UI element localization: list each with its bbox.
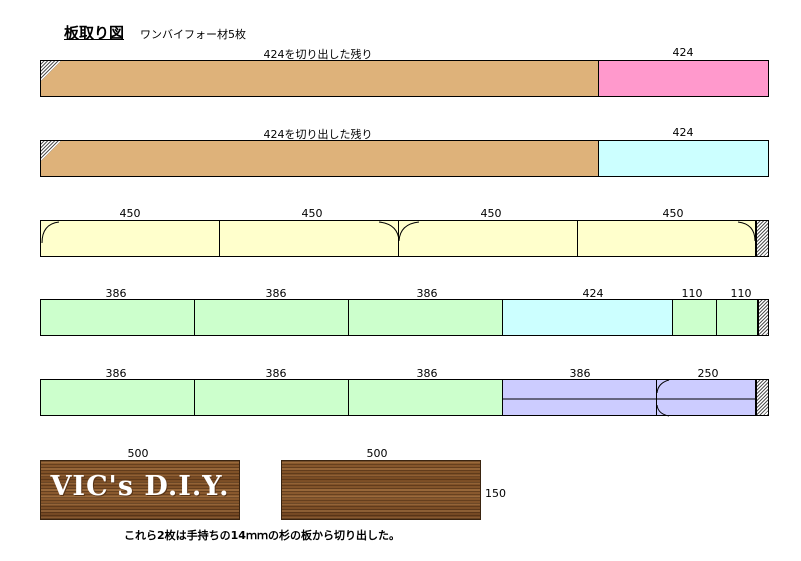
row3-label-2: 450 xyxy=(301,207,323,220)
board-row-4 xyxy=(40,299,769,336)
board-row-2 xyxy=(40,140,769,177)
piece-110 xyxy=(717,300,758,335)
piece-386 xyxy=(349,380,503,415)
row4-label-1: 386 xyxy=(105,287,127,300)
board-row-1 xyxy=(40,60,769,97)
row4-label-2: 386 xyxy=(265,287,287,300)
piece-424 xyxy=(599,61,768,96)
piece-424 xyxy=(599,141,768,176)
page-title: 板取り図 xyxy=(64,24,125,42)
piece-386 xyxy=(41,300,195,335)
piece-424 xyxy=(503,300,673,335)
row3-label-1: 450 xyxy=(119,207,141,220)
piece-450 xyxy=(220,221,399,256)
row3-label-3: 450 xyxy=(480,207,502,220)
row2-piece-label: 424 xyxy=(672,126,694,139)
footnote: これら2枚は手持ちの14ｍｍの杉の板から切り出した。 xyxy=(124,529,400,542)
cedar-board-logo: VIC's D.I.Y. xyxy=(40,460,240,520)
board2-length-label: 500 xyxy=(366,447,388,460)
piece-386 xyxy=(349,300,503,335)
vics-diy-logo: VIC's D.I.Y. xyxy=(50,471,230,502)
row4-label-4: 424 xyxy=(582,287,604,300)
row5-label-5: 250 xyxy=(697,367,719,380)
board1-length-label: 500 xyxy=(127,447,149,460)
piece-450 xyxy=(41,221,220,256)
cut-waste-hatch xyxy=(41,141,61,161)
row5-label-3: 386 xyxy=(416,367,438,380)
row5-label-2: 386 xyxy=(265,367,287,380)
waste-hatch xyxy=(756,380,768,415)
row1-piece-label: 424 xyxy=(672,46,694,59)
waste-hatch xyxy=(758,300,768,335)
piece-450 xyxy=(578,221,756,256)
piece-386 xyxy=(503,380,657,415)
remainder-segment xyxy=(41,61,599,96)
row3-label-4: 450 xyxy=(662,207,684,220)
piece-386 xyxy=(195,380,349,415)
cut-waste-hatch xyxy=(41,61,61,81)
board-row-3 xyxy=(40,220,769,257)
remainder-segment xyxy=(41,141,599,176)
piece-386 xyxy=(41,380,195,415)
row2-remainder-label: 424を切り出した残り xyxy=(263,128,373,141)
row4-label-6: 110 xyxy=(730,287,752,300)
cedar-board-plain xyxy=(281,460,481,520)
row1-remainder-label: 424を切り出した残り xyxy=(263,48,373,61)
piece-110 xyxy=(673,300,717,335)
board-row-5 xyxy=(40,379,769,417)
page-subtitle: ワンバイフォー材5枚 xyxy=(140,28,246,41)
waste-hatch xyxy=(756,221,768,256)
row5-label-1: 386 xyxy=(105,367,127,380)
piece-386 xyxy=(195,300,349,335)
row5-label-4: 386 xyxy=(569,367,591,380)
board-width-label: 150 xyxy=(485,487,506,500)
row4-label-5: 110 xyxy=(681,287,703,300)
piece-450 xyxy=(399,221,578,256)
piece-250 xyxy=(657,380,756,415)
row4-label-3: 386 xyxy=(416,287,438,300)
